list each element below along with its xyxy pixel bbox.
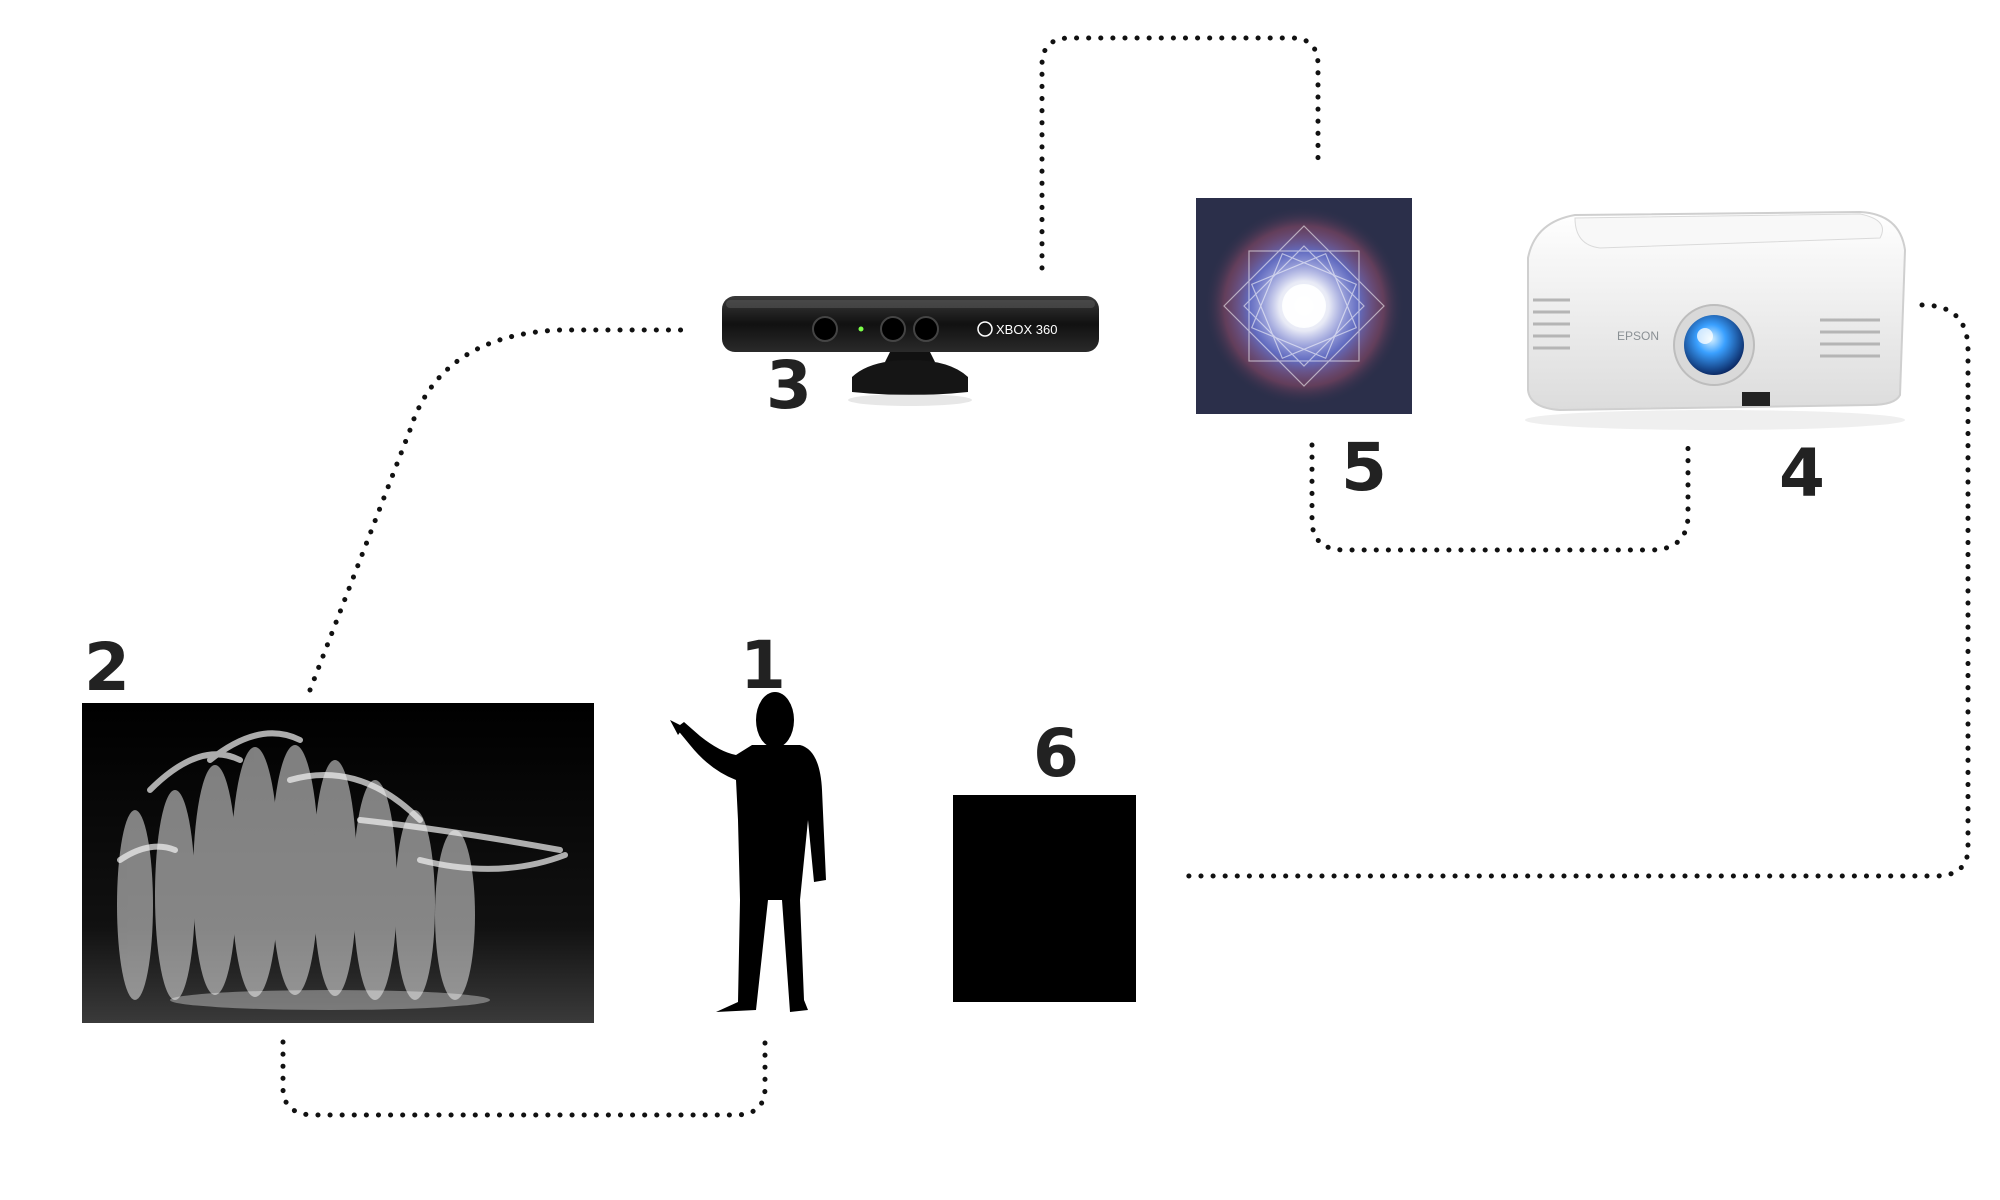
kinect-logo: XBOX 360	[996, 322, 1057, 337]
projector-brand-label: EPSON	[1617, 329, 1659, 343]
projector-icon: EPSON	[1525, 210, 1907, 430]
label-screen: 6	[1033, 715, 1081, 792]
label-person: 1	[740, 627, 788, 704]
label-dance-image: 2	[84, 629, 132, 706]
label-projector: 4	[1779, 435, 1827, 512]
dance-photo	[82, 703, 594, 1023]
display-screen	[953, 795, 1136, 1002]
connector-projector-to-screen	[1185, 302, 1971, 879]
kinect-sensor-icon: XBOX 360	[722, 296, 1099, 406]
label-kinect: 3	[766, 347, 814, 424]
kaleidoscope-visual-icon	[1196, 198, 1412, 414]
connector-lines	[280, 35, 1971, 1118]
person-silhouette-icon	[670, 692, 826, 1012]
connector-dance-to-person	[280, 1039, 768, 1118]
connector-dance-to-kinect	[307, 327, 693, 693]
label-visual: 5	[1341, 429, 1389, 506]
